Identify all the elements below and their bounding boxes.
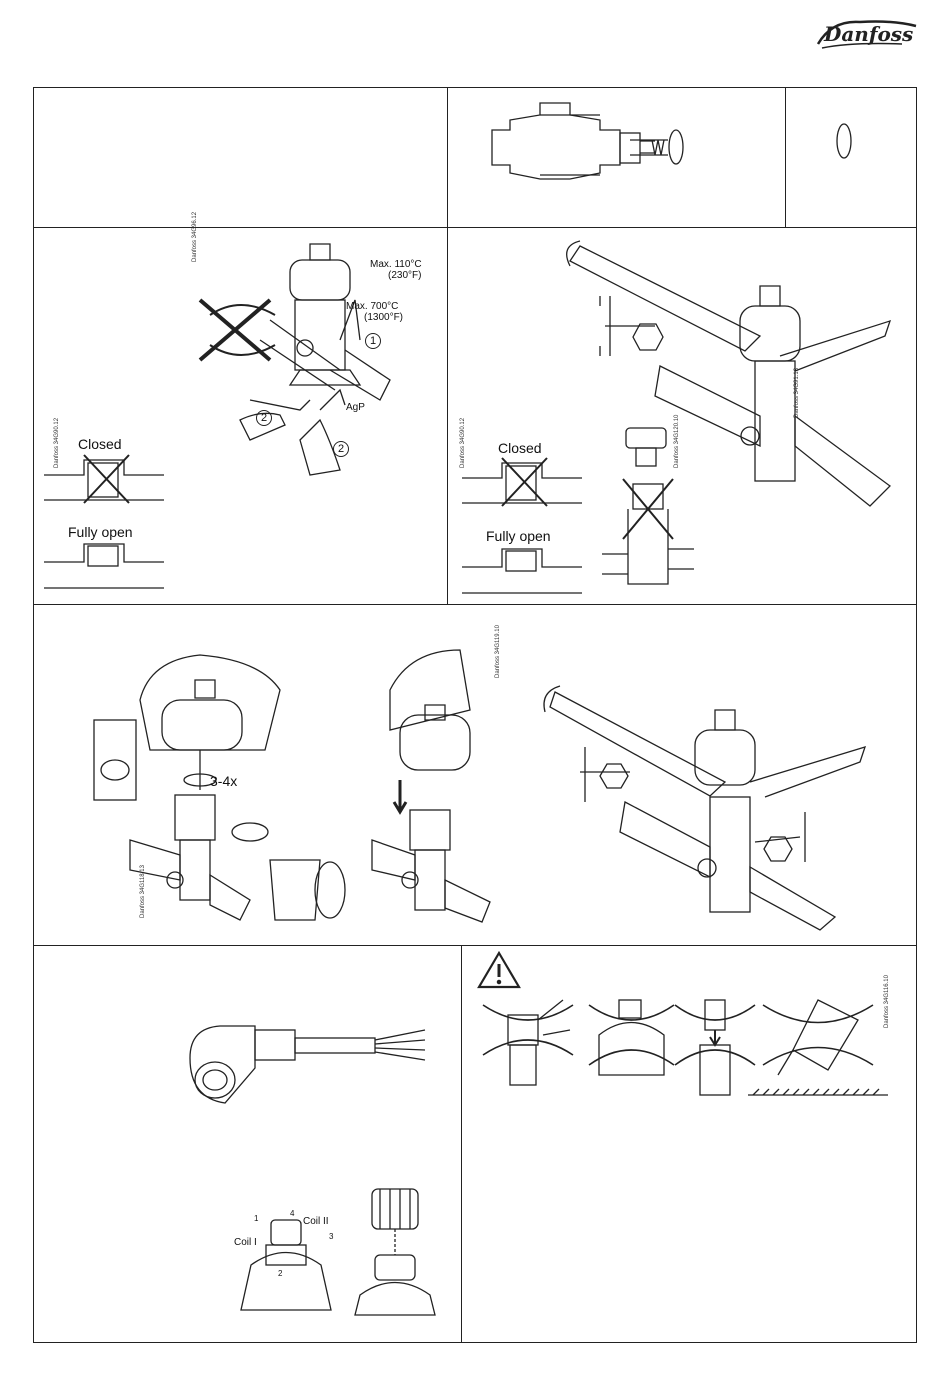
fully-open-section-figure-b xyxy=(462,545,587,597)
cable-connector-figure xyxy=(180,1018,440,1108)
warning-no-heat-figure xyxy=(478,995,576,1095)
coil-1-label: Coil I xyxy=(234,1237,257,1249)
code-34g118: Danfoss 34G118.13 xyxy=(140,865,147,918)
pin-2-label: 2 xyxy=(278,1268,282,1280)
code-34g96: Danfoss 34G96.12 xyxy=(192,212,199,262)
code-34g116: Danfoss 34G116.10 xyxy=(884,975,891,1028)
coil-connector-exploded-figure xyxy=(350,1185,440,1320)
svg-text:Danfoss: Danfoss xyxy=(823,22,913,46)
step-1-marker: 1 xyxy=(365,333,381,349)
pin-4-label: 4 xyxy=(290,1208,294,1220)
fully-open-label: Fully open xyxy=(68,524,133,540)
brazing-valve-figure xyxy=(190,240,410,480)
warning-no-drop-figure xyxy=(584,995,678,1085)
divider-col-c xyxy=(461,945,462,1343)
closed-section-figure xyxy=(44,455,169,505)
divider-row2 xyxy=(33,604,917,605)
danfoss-logo: Danfoss xyxy=(812,14,922,52)
valve-crossed-figure xyxy=(598,424,698,594)
divider-row1 xyxy=(33,227,917,228)
oring-icon xyxy=(830,120,860,162)
code-34g91: Danfoss 34G91.13 xyxy=(794,368,801,418)
warning-icon xyxy=(476,950,522,990)
fully-open-section-figure xyxy=(44,540,169,592)
divider-col-b xyxy=(785,87,786,227)
nut-hex-icon-c xyxy=(760,835,796,863)
fully-open-label-b: Fully open xyxy=(486,528,551,544)
pin-3-label: 3 xyxy=(329,1231,333,1243)
divider-row3 xyxy=(33,945,917,946)
pin-1-label: 1 xyxy=(254,1213,258,1225)
nut-hex-icon xyxy=(628,322,668,352)
1300f-label: (1300°F) xyxy=(364,310,403,326)
assembly-step2-figure xyxy=(370,640,500,930)
nut-hex-icon-b xyxy=(596,762,632,790)
230f-label: (230°F) xyxy=(388,268,421,284)
closed-label: Closed xyxy=(78,436,122,452)
coil-2-label: Coil II xyxy=(303,1216,329,1228)
assembly-step3-figure xyxy=(535,672,915,932)
divider-col-a xyxy=(447,87,448,604)
step-2a-marker: 2 xyxy=(256,410,272,426)
valve-with-oring-figure xyxy=(480,95,700,195)
step-2b-marker: 2 xyxy=(333,441,349,457)
code-34g119: Danfoss 34G119.10 xyxy=(495,625,502,678)
closed-section-figure-b xyxy=(462,458,587,508)
turns-label: 3-4x xyxy=(210,773,237,789)
warning-no-magnet-figure xyxy=(670,995,760,1105)
agp-label: AgP xyxy=(346,400,365,416)
warning-no-impact-figure xyxy=(748,990,888,1105)
closed-label-b: Closed xyxy=(498,440,542,456)
